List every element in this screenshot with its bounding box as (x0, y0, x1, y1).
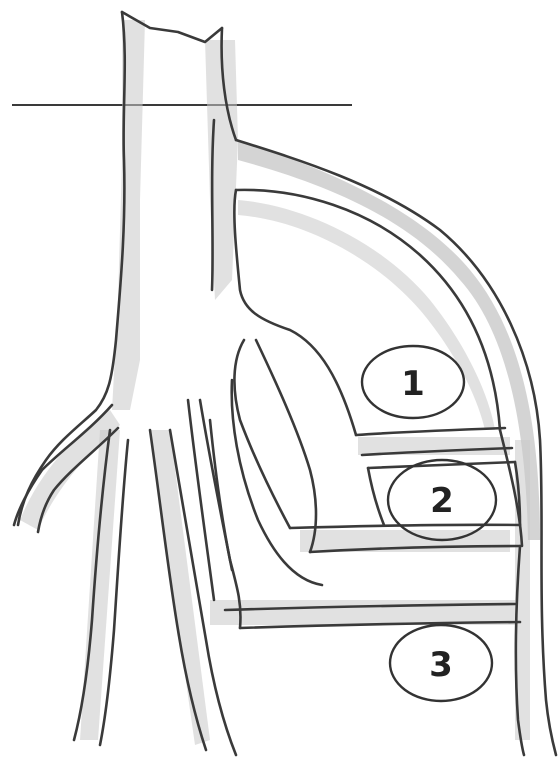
branch-middle-left-edge (234, 340, 290, 528)
label-1-group: 1 (362, 346, 464, 418)
branch-inner-edge (232, 380, 322, 585)
root-right-2 (200, 400, 232, 570)
connector-2-left (368, 468, 384, 525)
label-2-group: 2 (388, 460, 496, 540)
label-1-text: 1 (401, 364, 425, 404)
label-3-group: 3 (390, 625, 492, 701)
label-2-text: 2 (430, 481, 454, 521)
label-3-text: 3 (429, 645, 453, 685)
connector-1-top (356, 428, 505, 435)
